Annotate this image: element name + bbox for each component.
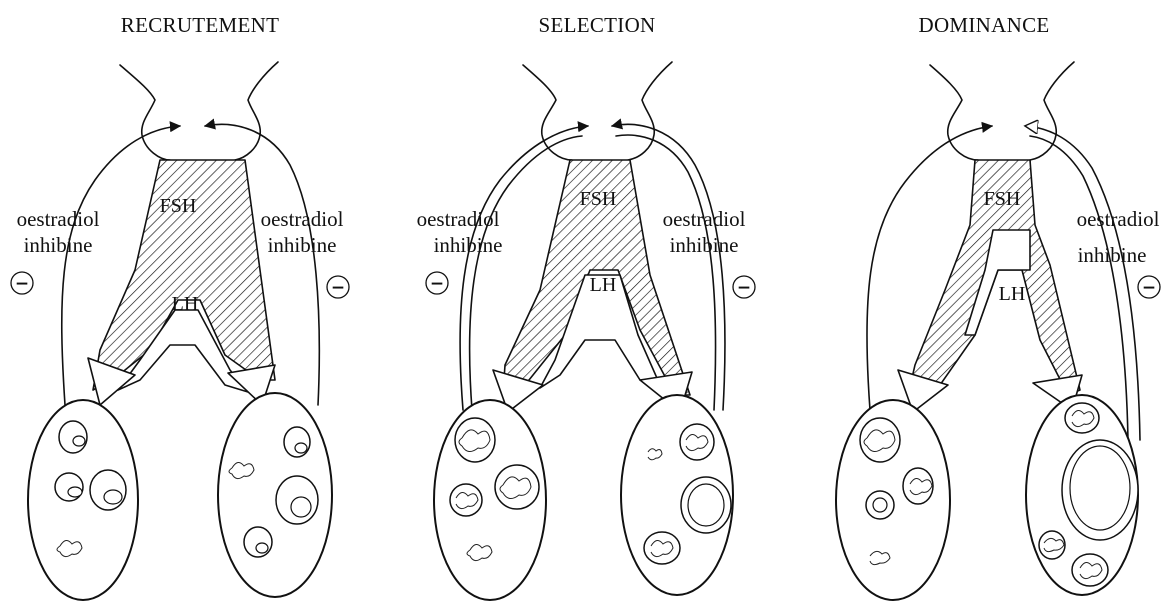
left-label-oestradiol: oestradiol: [17, 207, 100, 231]
minus-sign-left: −: [11, 272, 33, 294]
panel-selection: SELECTION FSH LH oestradiol inhibine oes…: [417, 13, 755, 600]
panel-dominance: DOMINANCE FSH LH oestradiol inhibine −: [836, 13, 1160, 600]
left-label-inhibine: inhibine: [24, 233, 93, 257]
ovary-left: [836, 400, 950, 600]
minus-sign-right: −: [1138, 276, 1160, 298]
minus-sign-right: −: [733, 276, 755, 298]
panel-title: DOMINANCE: [918, 13, 1049, 37]
pituitary-outline: [523, 62, 672, 170]
left-label-oestradiol: oestradiol: [417, 207, 500, 231]
fsh-label: FSH: [984, 188, 1021, 210]
panel-title: RECRUTEMENT: [121, 13, 279, 37]
svg-text:−: −: [331, 278, 345, 298]
svg-text:−: −: [1142, 278, 1156, 298]
svg-text:−: −: [737, 278, 751, 298]
minus-sign-right: −: [327, 276, 349, 298]
right-label-oestradiol: oestradiol: [1077, 207, 1160, 231]
right-label-inhibine: inhibine: [1078, 243, 1147, 267]
ovary-left: [434, 400, 546, 600]
right-label-oestradiol: oestradiol: [663, 207, 746, 231]
pituitary-outline: [930, 62, 1074, 170]
panel-title: SELECTION: [538, 13, 655, 37]
lh-label: LH: [172, 293, 199, 315]
right-label-inhibine: inhibine: [268, 233, 337, 257]
ovary-right: [218, 393, 332, 597]
svg-text:−: −: [15, 274, 29, 294]
fsh-label: FSH: [580, 188, 617, 210]
ovary-right: [621, 395, 733, 595]
right-label-oestradiol: oestradiol: [261, 207, 344, 231]
ovary-left: [28, 400, 138, 600]
right-label-inhibine: inhibine: [670, 233, 739, 257]
panel-recruitment: RECRUTEMENT FSH LH oestradiol inhibine o…: [11, 13, 349, 600]
minus-sign-left: −: [426, 272, 448, 294]
lh-label: LH: [999, 283, 1026, 305]
lh-label: LH: [590, 274, 617, 296]
pituitary-outline: [120, 62, 278, 170]
svg-text:−: −: [430, 274, 444, 294]
ovary-right: [1026, 395, 1138, 595]
left-label-inhibine: inhibine: [434, 233, 503, 257]
fsh-label: FSH: [160, 195, 197, 217]
